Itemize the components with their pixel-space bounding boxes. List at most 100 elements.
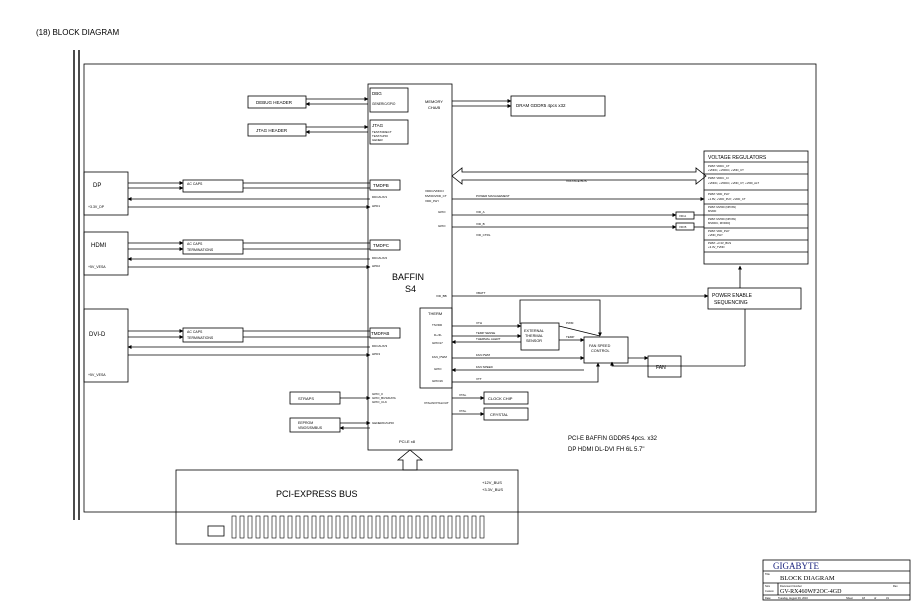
therm-sig-7: PWM bbox=[566, 321, 574, 325]
hdmi-term-label: TERMINATIONS bbox=[187, 248, 214, 252]
strap-pin-2: GPIO_BUS/DATA bbox=[372, 396, 396, 400]
pcie-edge-pin bbox=[375, 515, 381, 539]
dvi-term-label: TERMINATIONS bbox=[187, 336, 214, 340]
pcie-edge-pin bbox=[407, 515, 413, 539]
tb-title-label: Title bbox=[765, 572, 770, 576]
dp-ac-label: AC CAPS bbox=[187, 182, 203, 186]
fan-label: FAN bbox=[656, 365, 666, 371]
pcie-edge-pin bbox=[479, 515, 485, 539]
gpu-pwr3: VDD_PHY bbox=[425, 199, 439, 203]
tb-size-label: Size bbox=[765, 584, 771, 588]
therm-sig-8: TEMP bbox=[566, 335, 574, 339]
vr-row3-b: +1.8V, +VDD_PHY, +VDD_CT bbox=[708, 197, 746, 201]
tmdpb-label: TMDPB bbox=[373, 183, 389, 188]
gpu-block: BAFFIN S4 DBG GENERIC/GPIO JTAG TEST/DIR… bbox=[367, 83, 453, 451]
pcie-edge-pin bbox=[247, 515, 253, 539]
gpu-vid: VID_BB bbox=[436, 294, 447, 298]
eeprom-label: EEPROM bbox=[298, 421, 313, 425]
hdmi-label: HDMI bbox=[91, 243, 107, 249]
pcie-edge-pin bbox=[327, 515, 333, 539]
tb-doc-label: Document Number bbox=[780, 584, 802, 588]
tb-date-label: Date: bbox=[765, 596, 771, 600]
therm-pin-6: GPIO16 bbox=[432, 379, 443, 383]
pcie-edge-pin bbox=[311, 515, 317, 539]
dp-rail-label: +3.3V_DP bbox=[88, 205, 105, 209]
pcie-edge-pin bbox=[239, 515, 245, 539]
pcie-edge-pin bbox=[359, 515, 365, 539]
therm-sig-3: THERMAL ALERT bbox=[476, 337, 501, 341]
vr-row2-b: +VDDC, +VDDCI, +VDD_CT, +VDD_ALT bbox=[708, 181, 759, 185]
tmdpb-box bbox=[369, 179, 401, 191]
voltage-bus-label: VOLTAGE BUS bbox=[566, 179, 587, 183]
dvi-ac-label: AC CAPS bbox=[187, 330, 203, 334]
tb-date: Tuesday, August 09, 2016 bbox=[778, 596, 808, 600]
pcie-edge-pin bbox=[367, 515, 373, 539]
xtal-sig-1: XTAL bbox=[459, 393, 467, 397]
fan-box bbox=[647, 355, 682, 378]
pcie-edge-pin bbox=[399, 515, 405, 539]
vr-row3-a: PWM: VDD_PHY bbox=[708, 192, 730, 196]
xtal-sig-2: XTAL bbox=[459, 409, 467, 413]
pcie-key-notch bbox=[207, 525, 225, 537]
dvi-connector-box bbox=[83, 308, 129, 383]
hdmi-connector-box bbox=[83, 231, 129, 276]
crystal-label: CRYSTAL bbox=[490, 412, 509, 417]
pwr-en-feed-1 bbox=[519, 299, 602, 337]
pcie-bus-block: PCI-EXPRESS BUS +12V_BUS +3.3V_BUS bbox=[175, 469, 519, 545]
vr-row4-b: MVDD bbox=[708, 209, 716, 213]
dbg-label: DBG bbox=[372, 91, 382, 96]
pcie-edge-pin bbox=[287, 515, 293, 539]
hdmi-rail-label: +5V_VESA bbox=[88, 265, 106, 269]
vr-row1-a: PWM: VDDC_CT bbox=[708, 164, 730, 168]
tmdpab-box bbox=[369, 327, 401, 339]
pcie-edge-pin bbox=[263, 515, 269, 539]
tb-doc-number: GV-RX460WF2OC-4GD bbox=[780, 589, 842, 595]
pcie-bus-box bbox=[175, 469, 519, 545]
pcie-edge-pin bbox=[431, 515, 437, 539]
gpu-pwr2: MVDD/VDD_CT bbox=[425, 194, 447, 198]
therm-sig-1: VTH bbox=[476, 321, 482, 325]
gpu-rev: S4 bbox=[405, 284, 416, 294]
pcie-arrow bbox=[396, 449, 424, 471]
therm-pin-5: GPIO bbox=[434, 367, 442, 371]
pcie-edge-pin bbox=[463, 515, 469, 539]
pcie-rail-1: +12V_BUS bbox=[482, 480, 502, 485]
jtag-sub3: GENER bbox=[372, 138, 384, 142]
pcie-edge-pin bbox=[319, 515, 325, 539]
aux-ab-label: DDCAUX/3 bbox=[372, 344, 388, 348]
therm-to-fan-1 bbox=[558, 325, 601, 337]
pcie-pin: PCI-E x8 bbox=[399, 439, 416, 444]
vr-row6-a: PWM: VDD_PHY bbox=[708, 229, 730, 233]
dram-label: DRAM GDDR5 4pcs x32 bbox=[516, 103, 566, 108]
tb-sheet: 18 bbox=[862, 596, 865, 600]
pcie-edge-pin bbox=[335, 515, 341, 539]
pcie-edge-pin bbox=[447, 515, 453, 539]
dbg-sub-label: GENERIC/GPIO bbox=[372, 102, 396, 106]
pcie-edge-pin bbox=[303, 515, 309, 539]
hpd-ab-label: HPD3 bbox=[372, 352, 380, 356]
dp-connector-box bbox=[83, 171, 129, 216]
vid-a-box bbox=[675, 211, 695, 220]
vr-row2-a: PWM: VDDC_CI bbox=[708, 176, 729, 180]
tb-rev-label: Rev bbox=[893, 584, 898, 588]
tb-sheet-total: 31 bbox=[886, 596, 889, 600]
power-enable-sub-label: SEQUENCING bbox=[714, 300, 748, 306]
ext-thermal-label-1: EXTERNAL bbox=[524, 329, 544, 333]
vr-row7-b: +3.3V_TVDD bbox=[708, 245, 725, 249]
pcie-edge-pin bbox=[279, 515, 285, 539]
pcie-rail-2: +3.3V_BUS bbox=[482, 487, 503, 492]
ext-thermal-label-3: SENSOR bbox=[526, 339, 542, 343]
jtag-label: JTAG bbox=[372, 123, 384, 128]
vid-ctrl-label: VID_CTRL bbox=[476, 233, 491, 237]
vid-b-box bbox=[675, 222, 695, 231]
pcie-edge-pin bbox=[439, 515, 445, 539]
pcie-edge-pin bbox=[423, 515, 429, 539]
vid-b-box-label: VID B bbox=[679, 225, 686, 229]
pcie-edge-pin bbox=[295, 515, 301, 539]
eeprom-box bbox=[289, 417, 341, 433]
pcie-edge-pin bbox=[383, 515, 389, 539]
dvi-label: DVI-D bbox=[89, 332, 106, 338]
vr-row1-b: +VDDC, +VDDCI, +VDD_CT bbox=[708, 168, 744, 172]
therm-pin-4: FAN_PWM bbox=[432, 355, 447, 359]
vid-a-label: VID_A bbox=[476, 210, 485, 214]
